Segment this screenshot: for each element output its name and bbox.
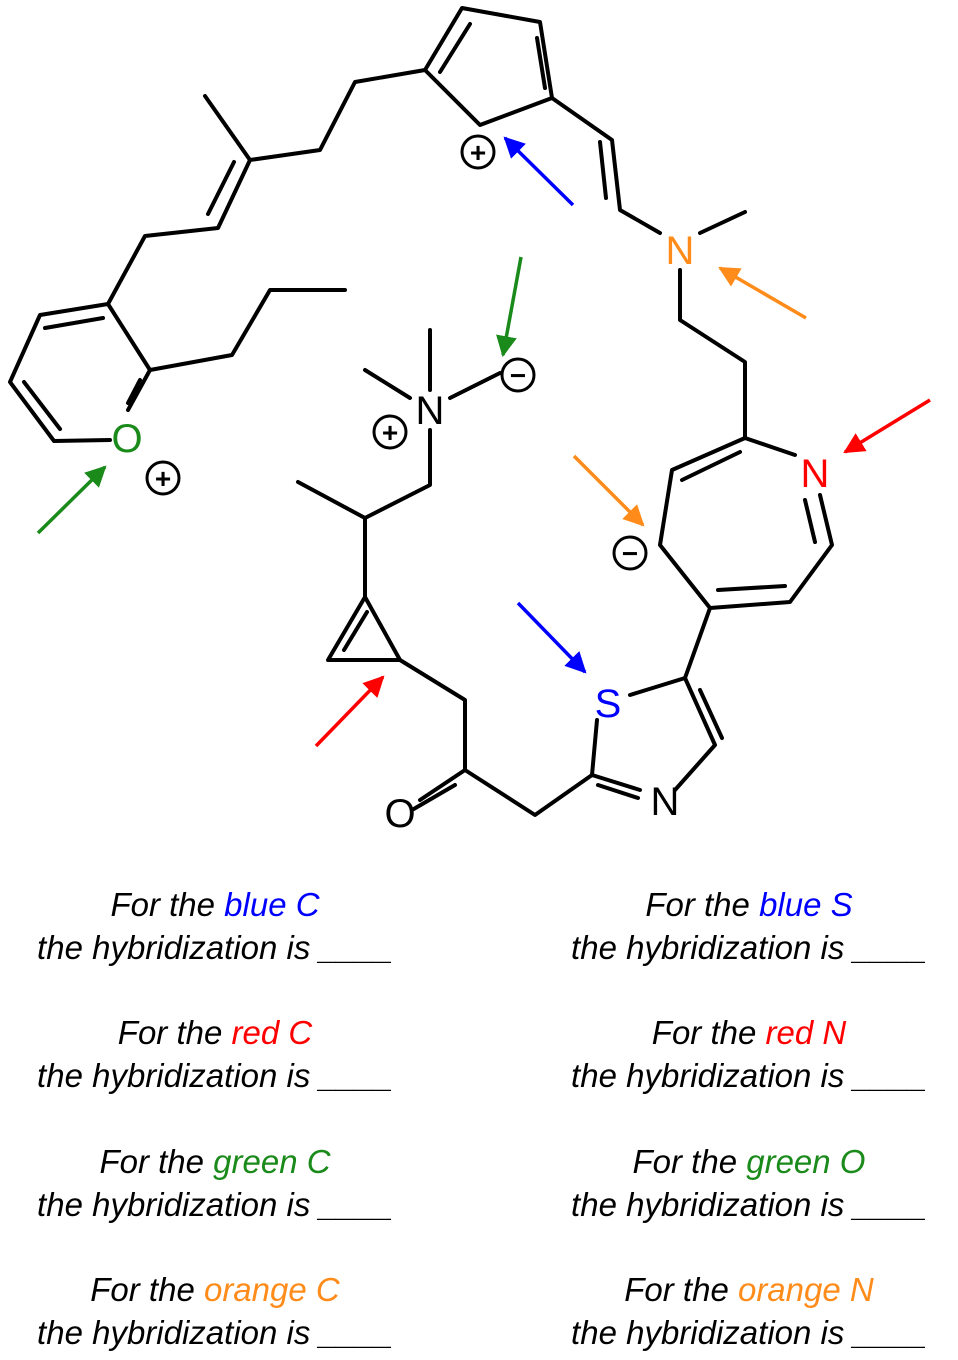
question-red-n: For the red N the hybridization is ____ bbox=[547, 1011, 951, 1097]
question-header: For the blue C bbox=[13, 883, 417, 926]
question-colored-atom: red N bbox=[765, 1014, 847, 1051]
negative-charge-azepine: − bbox=[612, 535, 648, 571]
question-prefix: For the bbox=[624, 1271, 729, 1308]
atom-labels: O N N N S N O bbox=[111, 229, 829, 836]
question-green-o: For the green O the hybridization is ___… bbox=[547, 1140, 951, 1226]
question-prefix: For the bbox=[99, 1143, 204, 1180]
orange-arrow-nitrogen bbox=[718, 266, 807, 320]
question-prefix: For the bbox=[117, 1014, 223, 1051]
question-prefix: For the bbox=[645, 886, 750, 923]
question-colored-atom: orange N bbox=[737, 1271, 874, 1308]
question-red-c: For the red C the hybridization is ____ bbox=[13, 1011, 417, 1097]
question-header: For the blue S bbox=[547, 883, 951, 926]
question-colored-atom: blue C bbox=[224, 886, 320, 923]
negative-charge-methylide: − bbox=[500, 357, 536, 393]
positive-charge-pyrylium: + bbox=[145, 460, 181, 496]
red-arrow-carbon bbox=[314, 675, 385, 748]
thiazole-nitrogen: N bbox=[651, 780, 680, 824]
question-header: For the red C bbox=[13, 1011, 417, 1054]
green-arrow-carbon bbox=[496, 256, 523, 358]
question-blue-c: For the blue C the hybridization is ____ bbox=[13, 883, 417, 969]
question-orange-n: For the orange N the hybridization is __… bbox=[547, 1268, 951, 1354]
charge-symbol: + bbox=[155, 463, 171, 494]
question-answer-line: the hybridization is ____ bbox=[37, 929, 393, 966]
question-prefix: For the bbox=[110, 886, 215, 923]
question-header: For the orange C bbox=[13, 1268, 417, 1311]
blue-arrow-carbon bbox=[503, 136, 575, 207]
question-orange-c: For the orange C the hybridization is __… bbox=[13, 1268, 417, 1354]
question-colored-atom: green O bbox=[746, 1143, 866, 1180]
question-colored-atom: blue S bbox=[759, 886, 853, 923]
question-answer-line: the hybridization is ____ bbox=[37, 1186, 393, 1223]
question-answer-line: the hybridization is ____ bbox=[571, 1057, 927, 1094]
question-prefix: For the bbox=[651, 1014, 757, 1051]
question-blue-s: For the blue S the hybridization is ____ bbox=[547, 883, 951, 969]
question-green-c: For the green C the hybridization is ___… bbox=[13, 1140, 417, 1226]
question-answer-line: the hybridization is ____ bbox=[571, 1314, 927, 1351]
positive-charge-ammonium: + bbox=[372, 414, 408, 450]
formal-charges: + + + − − bbox=[145, 134, 648, 571]
question-prefix: For the bbox=[632, 1143, 738, 1180]
positive-charge-cyclopentadienyl: + bbox=[460, 134, 496, 170]
orange-arrow-carbon bbox=[572, 454, 645, 527]
question-colored-atom: red C bbox=[231, 1014, 313, 1051]
azepine-nitrogen: N bbox=[801, 452, 830, 496]
ketone-oxygen: O bbox=[384, 792, 415, 836]
thiazole-sulfur: S bbox=[595, 682, 622, 726]
question-answer-line: the hybridization is ____ bbox=[37, 1314, 393, 1351]
question-prefix: For the bbox=[90, 1271, 195, 1308]
green-arrow-oxygen bbox=[36, 465, 107, 535]
question-answer-line: the hybridization is ____ bbox=[571, 929, 927, 966]
question-answer-line: the hybridization is ____ bbox=[571, 1186, 927, 1223]
enamine-nitrogen: N bbox=[666, 229, 695, 273]
charge-symbol: − bbox=[622, 538, 638, 569]
red-arrow-nitrogen bbox=[843, 398, 931, 454]
question-colored-atom: orange C bbox=[203, 1271, 340, 1308]
oxonium-oxygen: O bbox=[111, 417, 142, 461]
ammonium-nitrogen: N bbox=[416, 389, 445, 433]
charge-symbol: + bbox=[470, 137, 486, 168]
question-colored-atom: green C bbox=[213, 1143, 331, 1180]
charge-symbol: + bbox=[382, 417, 398, 448]
question-header: For the orange N bbox=[547, 1268, 951, 1311]
blue-arrow-sulfur bbox=[516, 601, 587, 674]
question-answer-line: the hybridization is ____ bbox=[37, 1057, 393, 1094]
question-header: For the green O bbox=[547, 1140, 951, 1183]
charge-symbol: − bbox=[510, 360, 526, 391]
bond-lines bbox=[8, 6, 834, 817]
question-header: For the green C bbox=[13, 1140, 417, 1183]
pointer-arrows bbox=[36, 136, 931, 748]
molecular-structure: O N N N S N O + + + − − bbox=[8, 6, 931, 836]
question-header: For the red N bbox=[547, 1011, 951, 1054]
